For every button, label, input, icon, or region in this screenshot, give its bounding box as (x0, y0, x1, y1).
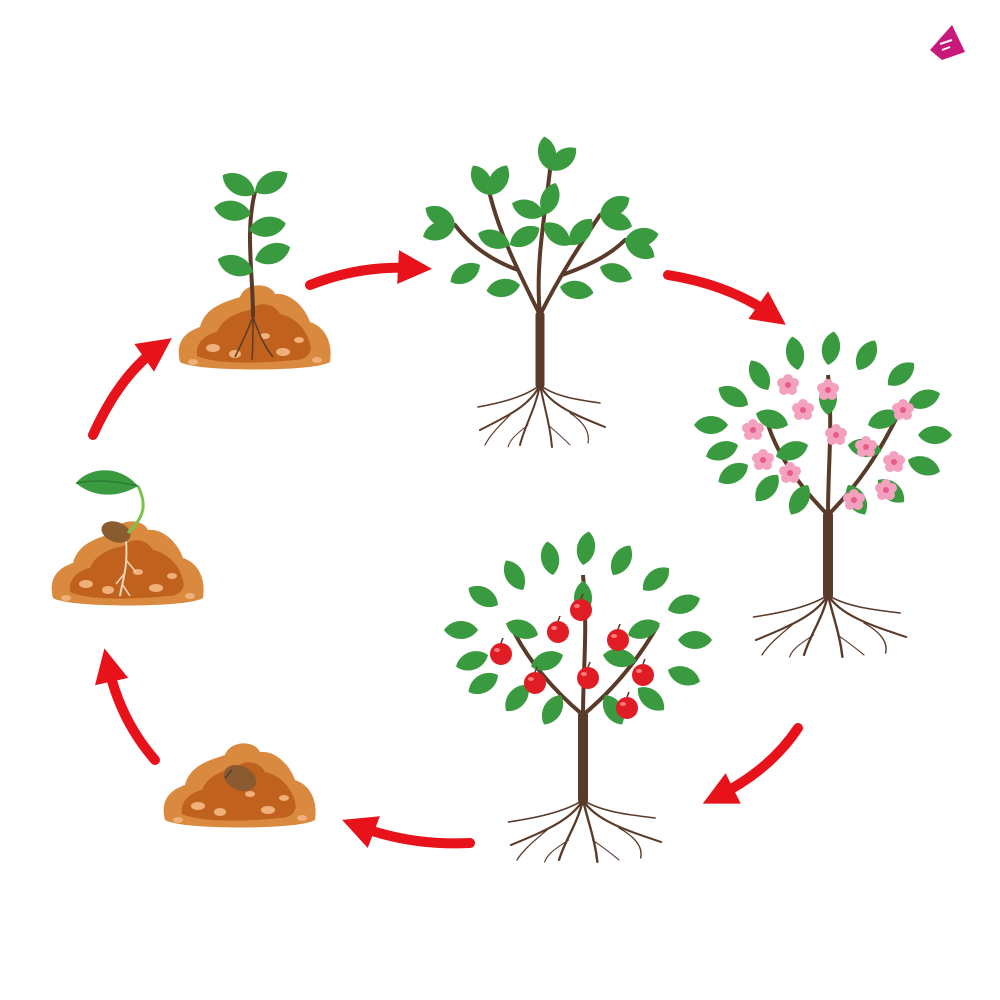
apple-tree-icon (444, 529, 712, 864)
germinating-seed-icon (51, 470, 204, 606)
seedling-icon (178, 164, 331, 370)
arrow-seed-to-germination (95, 648, 160, 765)
arrow-seedling-to-young-tree (305, 250, 432, 290)
seed-in-soil-icon (163, 743, 316, 828)
young-tree-icon (419, 134, 661, 448)
arrow-young-tree-to-flowering-tree (663, 270, 786, 325)
flowering-tree-icon (694, 329, 952, 659)
arrow-fruiting-tree-to-seed (342, 816, 475, 849)
arrow-flowering-to-fruiting-tree (702, 723, 803, 804)
brand-logo-icon (930, 25, 965, 60)
arrow-germination-to-seedling (88, 338, 172, 440)
cycle-arrows (88, 250, 803, 849)
